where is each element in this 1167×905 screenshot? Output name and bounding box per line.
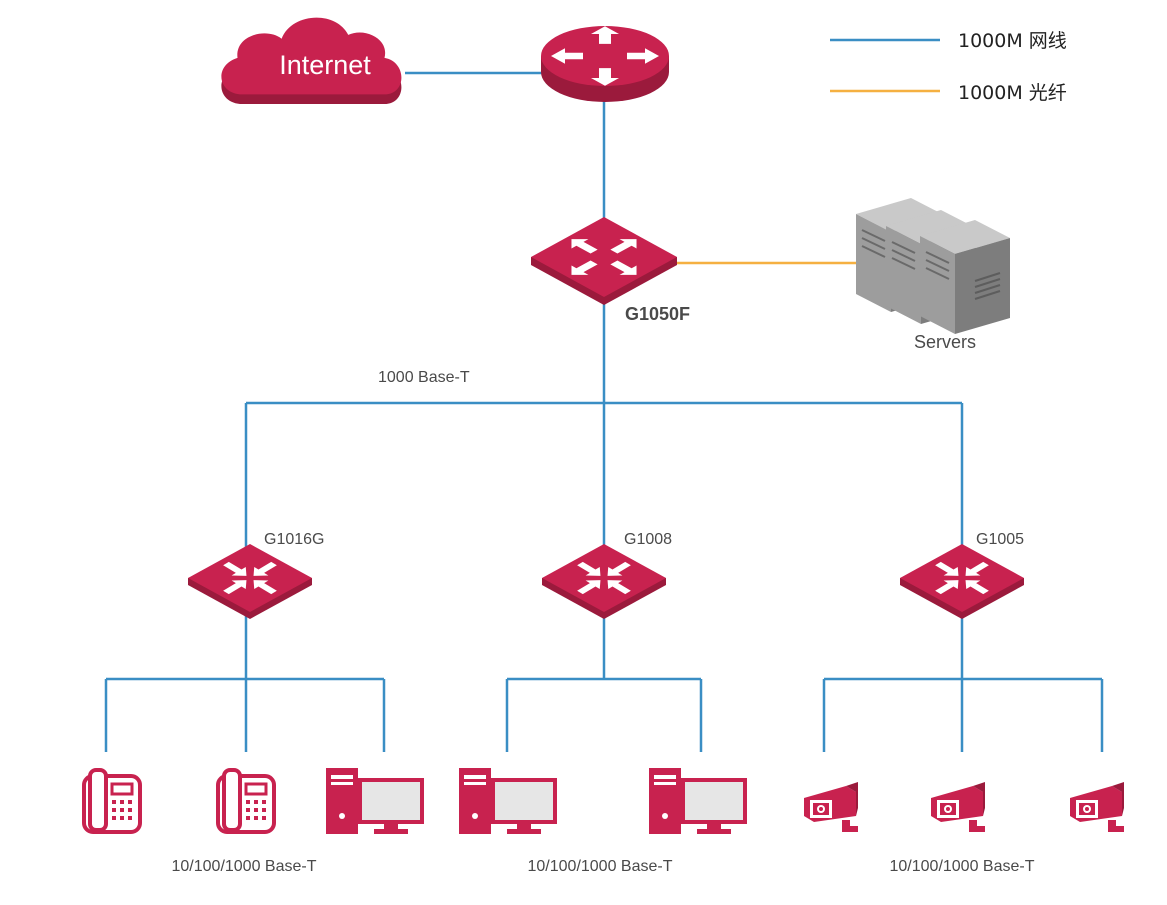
access-switch-label: G1005 [976,531,1024,548]
internet-label: Internet [279,50,371,80]
endpoint-speed-label-g1005: 10/100/1000 Base-T [890,858,1035,875]
router-icon [541,26,669,102]
access-switch-g1005: G1005 [900,531,1024,619]
endpoint-speed-label-g1008: 10/100/1000 Base-T [528,858,673,875]
legend: 1000M 网线 1000M 光纤 [830,30,1067,104]
desktop-pc-icon [649,768,747,834]
desktop-pc-icon [326,768,424,834]
access-switch-g1008: G1008 [542,531,672,619]
camera-icon [931,782,985,832]
legend-ethernet-label: 1000M 网线 [958,30,1067,52]
access-switch-g1016g: G1016G [188,531,324,619]
camera-icon [804,782,858,832]
uplink-label: 1000 Base-T [378,369,470,386]
desktop-pc-icon [459,768,557,834]
internet-node: Internet [221,17,402,105]
ip-phone-icon [82,768,142,834]
switch-icon [542,544,666,619]
camera-icon [1070,782,1124,832]
servers-node: Servers [855,197,1011,352]
legend-fiber-label: 1000M 光纤 [958,82,1067,104]
core-switch-node: G1050F [531,217,690,324]
access-switch-label: G1008 [624,531,672,548]
switch-icon [531,217,677,305]
endpoint-speed-label-g1016g: 10/100/1000 Base-T [172,858,317,875]
switch-icon [900,544,1024,619]
access-switch-label: G1016G [264,531,324,548]
core-switch-label: G1050F [625,304,690,324]
server-icon [855,197,1011,335]
switch-icon [188,544,312,619]
ip-phone-icon [216,768,276,834]
servers-label: Servers [914,332,976,352]
connection-lines [104,71,1104,752]
router-node [541,26,669,102]
